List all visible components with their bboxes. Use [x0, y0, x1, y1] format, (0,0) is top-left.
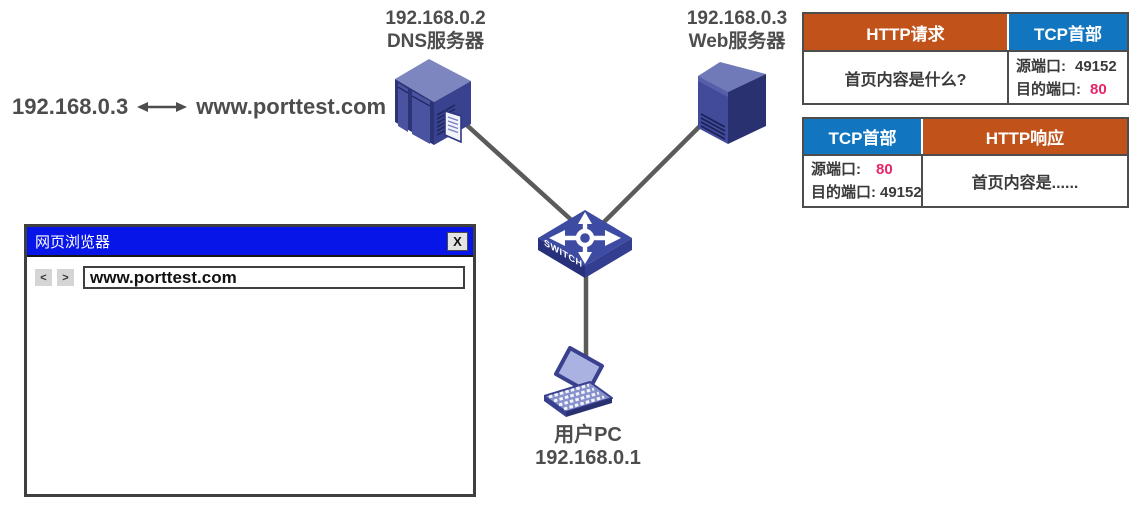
browser-content: [27, 289, 473, 494]
close-button[interactable]: X: [447, 231, 468, 251]
port-row: 目的端口: 80: [1016, 78, 1107, 101]
mapping-domain: www.porttest.com: [196, 94, 387, 119]
browser-window: 网页浏览器 X < >: [24, 224, 476, 497]
port-label: 目的端口:: [811, 184, 876, 201]
request-tcp-header: TCP首部: [1007, 14, 1127, 50]
port-value: 80: [1090, 80, 1107, 98]
port-label: 目的端口:: [1016, 80, 1081, 98]
web-server-label: 192.168.0.3 Web服务器: [657, 7, 817, 53]
http-request-header: HTTP请求: [804, 14, 1007, 50]
back-button[interactable]: <: [35, 269, 52, 286]
response-tcp-header: TCP首部: [804, 119, 921, 154]
link-dns-to-switch: [458, 117, 580, 228]
web-server-name: Web服务器: [688, 31, 786, 52]
request-ports-cell: 源端口: 49152 目的端口: 80: [1007, 50, 1127, 103]
request-body-cell: 首页内容是什么?: [804, 50, 1007, 103]
user-pc-label: 用户PC 192.168.0.1: [498, 424, 678, 470]
response-ports-cell: 源端口: 80 目的端口:49152: [804, 154, 922, 206]
port-value: 49152: [1075, 57, 1117, 75]
browser-title: 网页浏览器: [35, 233, 111, 251]
double-arrow-icon: [137, 102, 188, 112]
dns-server-icon: [395, 59, 471, 145]
dns-server-label: 192.168.0.2 DNS服务器: [353, 7, 518, 53]
port-row: 源端口: 80: [811, 158, 893, 181]
browser-toolbar: < >: [27, 257, 473, 289]
link-web-to-switch: [598, 118, 708, 228]
user-pc-ip: 192.168.0.1: [535, 447, 641, 469]
browser-titlebar: 网页浏览器 X: [27, 227, 473, 257]
response-body-cell: 首页内容是......: [921, 154, 1127, 206]
dns-server-name: DNS服务器: [386, 31, 485, 52]
port-row: 源端口: 49152: [1016, 55, 1117, 78]
http-response-header: HTTP响应: [921, 119, 1127, 154]
address-input[interactable]: [83, 266, 465, 289]
web-server-icon: [698, 62, 766, 144]
http-response-table: TCP首部 HTTP响应 源端口: 80 目的端口:49152 首页内容是....…: [802, 117, 1129, 208]
port-label: 源端口:: [1016, 57, 1066, 75]
http-request-table: HTTP请求 TCP首部 首页内容是什么? 源端口: 49152 目的端口: 80: [802, 12, 1129, 105]
forward-button[interactable]: >: [57, 269, 74, 286]
user-pc-name: 用户PC: [554, 424, 622, 446]
dns-server-ip: 192.168.0.2: [385, 8, 486, 29]
user-pc-icon: [544, 346, 613, 417]
dns-mapping-text: 192.168.0.3 www.porttest.com: [12, 94, 386, 120]
mapping-ip: 192.168.0.3: [12, 94, 129, 119]
switch-icon: SWITCH: [538, 210, 632, 278]
web-server-ip: 192.168.0.3: [686, 8, 788, 29]
port-row: 目的端口:49152: [811, 181, 922, 204]
port-value: 80: [876, 161, 893, 178]
port-value: 49152: [880, 184, 922, 201]
port-label: 源端口:: [811, 161, 861, 178]
